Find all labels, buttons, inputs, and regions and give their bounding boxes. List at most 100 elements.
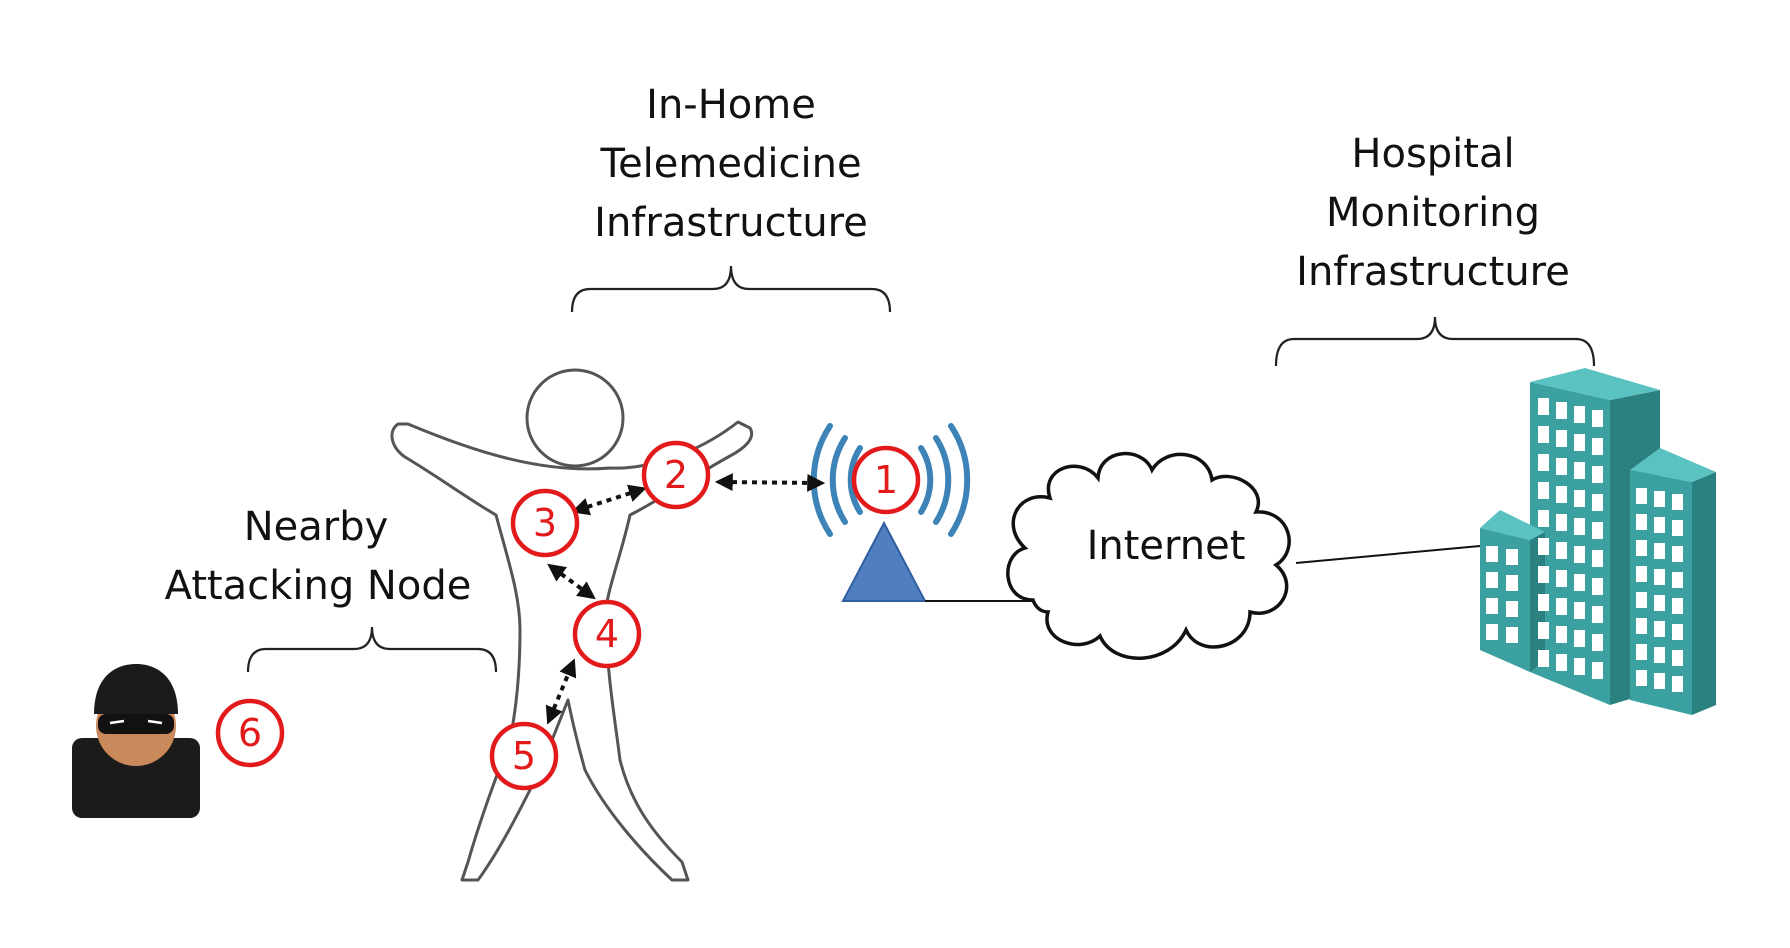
building-window [1556,654,1567,671]
hacker-icon [72,664,200,818]
hacker-eye-left [109,719,125,725]
building-tall-top [1530,368,1660,400]
building-window [1574,490,1585,507]
antenna-wave-right-mid [933,435,952,525]
building-window [1654,569,1665,585]
building-window [1636,592,1647,608]
building-window [1556,626,1567,643]
building-window [1574,574,1585,591]
internet-label: Internet [1087,523,1246,569]
building-window [1556,430,1567,447]
human-body [390,420,754,882]
building-window [1574,630,1585,647]
building-window [1538,538,1549,555]
building-window [1636,618,1647,634]
antenna-wave-right-inner [918,445,934,515]
antenna-wave-left-mid [829,435,848,525]
building-window [1672,546,1683,562]
building-window [1672,624,1683,640]
building-window [1636,488,1647,504]
building-right-top [1630,448,1716,482]
node-marker-4-number: 4 [595,612,619,656]
building-window [1636,540,1647,556]
building-window [1654,595,1665,611]
node-marker-6: 6 [215,698,285,768]
hospital-brace [1274,316,1596,367]
building-window [1654,491,1665,507]
building-window [1556,542,1567,559]
node-marker-2: 2 [641,440,711,510]
building-window [1556,514,1567,531]
building-windows [1486,398,1683,692]
building-window [1592,438,1603,455]
hacker-cap [94,664,178,714]
building-left-top [1480,510,1545,540]
node-marker-4: 4 [572,599,642,669]
wireless-antenna-icon [810,423,971,602]
node-marker-3: 3 [510,488,580,558]
hospital-label-line-3: Infrastructure [1296,249,1570,295]
node-marker-1-number: 1 [874,458,898,502]
building-window [1486,624,1498,640]
arrow-3-to-2 [571,484,647,516]
building-window [1636,644,1647,660]
hospital-building-icon [1480,368,1716,715]
human-outline-icon [390,368,754,882]
node-marker-3-number: 3 [533,501,557,545]
hospital-label: Hospital Monitoring Infrastructure [1296,131,1570,295]
building-window [1574,546,1585,563]
building-window [1538,426,1549,443]
hacker-eye-right [147,719,163,725]
building-window [1592,550,1603,567]
building-window [1592,466,1603,483]
cloud-building-link [1295,545,1481,564]
building-right-side [1692,472,1716,715]
node-marker-5: 5 [489,721,559,791]
antenna-wave-left-inner [847,445,863,515]
node-marker-5-number: 5 [512,734,536,778]
building-window [1636,670,1647,686]
building-window [1506,601,1518,617]
building-window [1592,662,1603,679]
antenna-wave-left-outer [810,423,833,537]
in-home-label-line-1: In-Home [646,82,816,128]
hospital-label-line-1: Hospital [1351,131,1514,177]
building-window [1574,406,1585,423]
building-window [1672,676,1683,692]
building-tall-front [1530,382,1610,705]
human-head [525,368,625,468]
node-marker-6-number: 6 [238,711,262,755]
building-window [1592,606,1603,623]
nearby-label-line-1: Nearby [244,504,389,550]
building-window [1574,518,1585,535]
hospital-label-line-2: Monitoring [1326,190,1540,236]
building-window [1672,520,1683,536]
nearby-brace [246,626,498,673]
building-window [1556,402,1567,419]
building-window [1592,634,1603,651]
building-window [1556,570,1567,587]
hacker-body [72,738,200,818]
building-window [1538,454,1549,471]
nearby-label: Nearby Attacking Node [165,504,472,609]
building-window [1506,575,1518,591]
arrow-3-to-4 [547,563,596,600]
in-home-label-line-3: Infrastructure [594,200,868,246]
building-window [1654,673,1665,689]
antenna-base [841,520,927,602]
building-window [1538,594,1549,611]
in-home-label: In-Home Telemedicine Infrastructure [594,82,868,246]
building-window [1556,598,1567,615]
building-window [1672,494,1683,510]
building-window [1592,410,1603,427]
building-window [1506,627,1518,643]
building-window [1574,434,1585,451]
building-window [1654,543,1665,559]
building-window [1654,517,1665,533]
building-window [1486,572,1498,588]
cloud-icon [1006,452,1291,660]
building-window [1538,482,1549,499]
antenna-wave-right-outer [948,423,971,537]
hacker-mask [98,714,174,734]
